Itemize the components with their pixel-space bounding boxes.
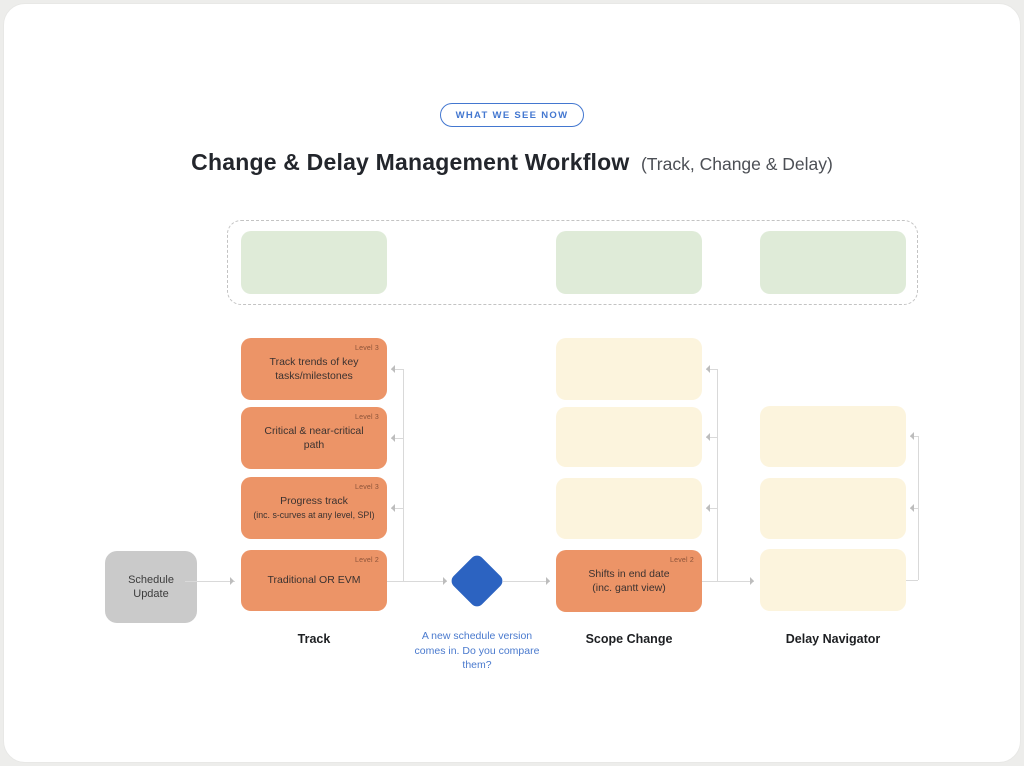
column-label-track: Track xyxy=(297,632,331,646)
column-label-delay-navigator: Delay Navigator xyxy=(785,632,881,646)
connector-line xyxy=(503,581,550,582)
start-node-label: Schedule Update xyxy=(128,573,174,600)
connector-line xyxy=(918,436,919,580)
box-sublabel: (inc. s-curves at any level, SPI) xyxy=(253,509,375,520)
level-badge: Level 2 xyxy=(670,557,694,564)
connector-line xyxy=(403,369,404,581)
connector-line xyxy=(717,369,718,581)
delay-box-3 xyxy=(760,549,906,611)
connector-line xyxy=(702,581,754,582)
delay-box-1 xyxy=(760,406,906,467)
scope-box-3 xyxy=(556,478,702,539)
connector-line xyxy=(906,580,918,581)
arrowhead-icon xyxy=(387,504,395,512)
level-badge: Level 3 xyxy=(355,484,379,491)
arrowhead-icon xyxy=(906,504,914,512)
arrowhead-icon xyxy=(702,504,710,512)
connector-line xyxy=(391,369,403,370)
page-title: Change & Delay Management Workflow xyxy=(191,149,630,175)
connector-line xyxy=(387,581,447,582)
track-box-critical-path: Level 3 Critical & near-critical path xyxy=(241,407,387,469)
title-wrap: Change & Delay Management Workflow (Trac… xyxy=(0,149,1024,176)
level-badge: Level 2 xyxy=(355,557,379,564)
arrowhead-icon xyxy=(702,365,710,373)
arrowhead-icon xyxy=(230,577,238,585)
connector-line xyxy=(910,436,918,437)
delay-box-2 xyxy=(760,478,906,539)
arrowhead-icon xyxy=(702,433,710,441)
placeholder-box-delay xyxy=(760,231,906,294)
level-badge: Level 3 xyxy=(355,414,379,421)
arrowhead-icon xyxy=(546,577,554,585)
level-badge: Level 3 xyxy=(355,345,379,352)
connector-line xyxy=(706,437,717,438)
badge-wrap: WHAT WE SEE NOW xyxy=(0,103,1024,127)
arrowhead-icon xyxy=(443,577,451,585)
page-title-suffix: (Track, Change & Delay) xyxy=(640,154,833,174)
scope-box-1 xyxy=(556,338,702,400)
track-box-trends: Level 3 Track trends of key tasks/milest… xyxy=(241,338,387,400)
box-label: Traditional OR EVM xyxy=(267,574,361,587)
arrowhead-icon xyxy=(387,365,395,373)
track-box-traditional-evm: Level 2 Traditional OR EVM xyxy=(241,550,387,611)
box-label: Critical & near-critical path xyxy=(264,424,364,451)
connector-line xyxy=(391,508,403,509)
arrowhead-icon xyxy=(387,434,395,442)
connector-line xyxy=(391,438,403,439)
connector-line xyxy=(706,508,717,509)
start-node-schedule-update: Schedule Update xyxy=(105,551,197,623)
box-label: Shifts in end date xyxy=(588,567,670,580)
column-label-scope-change: Scope Change xyxy=(585,632,673,646)
scope-box-shifts-end-date: Level 2 Shifts in end date (inc. gantt v… xyxy=(556,550,702,612)
box-label: Track trends of key tasks/milestones xyxy=(269,355,359,382)
placeholder-container xyxy=(227,220,918,305)
scope-box-2 xyxy=(556,407,702,467)
box-sublabel: (inc. gantt view) xyxy=(592,582,666,594)
arrowhead-icon xyxy=(906,432,914,440)
connector-line xyxy=(706,369,717,370)
connector-line xyxy=(185,581,235,582)
placeholder-box-track xyxy=(241,231,387,294)
box-label: Progress track xyxy=(280,495,348,508)
track-box-progress: Level 3 Progress track (inc. s-curves at… xyxy=(241,477,387,539)
placeholder-box-scope xyxy=(556,231,702,294)
decision-caption: A new schedule version comes in. Do you … xyxy=(414,630,540,672)
card-background xyxy=(3,3,1021,763)
connector-line xyxy=(910,508,918,509)
arrowhead-icon xyxy=(750,577,758,585)
status-badge: WHAT WE SEE NOW xyxy=(439,103,585,127)
